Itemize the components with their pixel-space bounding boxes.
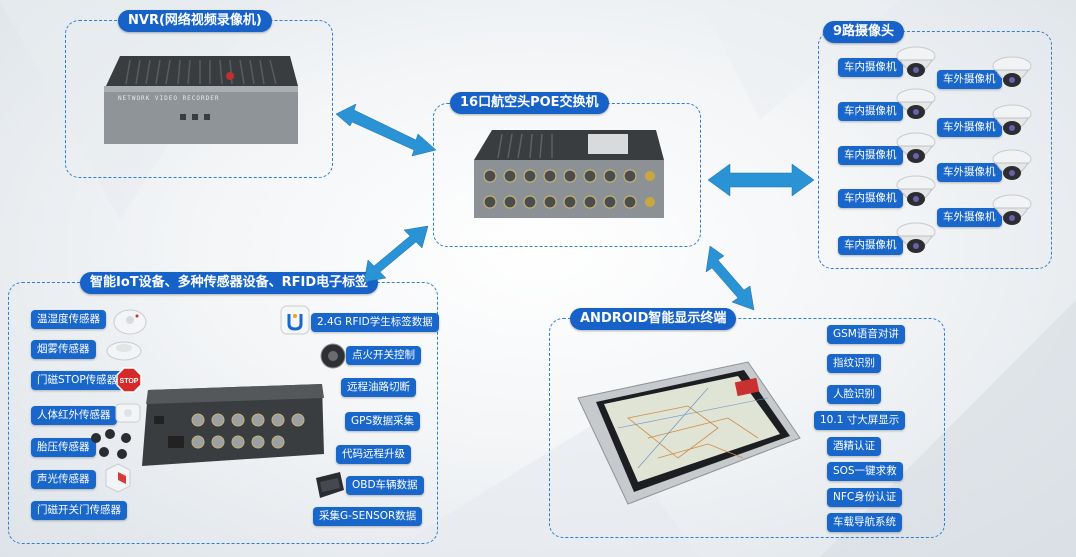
rfid-tag-icon: [280, 305, 310, 335]
inner-camera-label: 车内摄像机: [838, 102, 903, 121]
dome-camera-icon: [992, 194, 1032, 225]
sensor-label: 门磁开关门传感器: [31, 501, 127, 520]
tire-pressure-sensor-icon: [91, 429, 131, 459]
poe-camera-arrow: [707, 163, 815, 197]
android-feature-label: 酒精认证: [827, 437, 881, 456]
ignition-switch-icon: [320, 343, 346, 369]
android-feature-label: NFC身份认证: [827, 488, 903, 507]
inner-camera-label: 车内摄像机: [838, 236, 903, 255]
sound-light-sensor-icon: [105, 463, 131, 493]
obd-connector-icon: [316, 472, 344, 498]
android-feature-label: 10.1 寸大屏显示: [814, 411, 906, 430]
infrared-sensor-icon: [115, 403, 141, 423]
dome-camera-icon: [896, 46, 936, 77]
smoke-sensor-icon: [106, 341, 142, 361]
camera-group: [818, 31, 1052, 269]
nvr-device-label: NETWORK VIDEO RECORDER: [118, 95, 220, 102]
sensor-label: 烟雾传感器: [31, 340, 96, 359]
iot-feature-label: 2.4G RFID学生标签数据: [311, 313, 439, 332]
inner-camera-label: 车内摄像机: [838, 146, 903, 165]
poe-switch-device: [474, 130, 664, 218]
dome-camera-icon: [992, 149, 1032, 180]
nvr-poe-arrow: [335, 103, 437, 157]
android-group: [549, 318, 945, 538]
outer-camera-label: 车外摄像机: [937, 163, 1002, 182]
iot-feature-label: 采集G-SENSOR数据: [313, 507, 423, 526]
outer-camera-label: 车外摄像机: [937, 70, 1002, 89]
iot-feature-label: 代码远程升级: [336, 445, 411, 464]
poe-group-title: 16口航空头POE交换机: [450, 92, 609, 114]
stop-sign-icon: STOP: [116, 367, 142, 393]
iot-feature-label: GPS数据采集: [345, 412, 421, 431]
dome-camera-icon: [896, 132, 936, 163]
iot-controller-device: [142, 384, 324, 466]
svg-text:STOP: STOP: [120, 378, 139, 385]
sensor-label: 门磁STOP传感器: [31, 371, 124, 390]
camera-group-title: 9路摄像头: [823, 21, 905, 43]
dome-camera-icon: [896, 175, 936, 206]
sensor-label: 人体红外传感器: [31, 406, 117, 425]
humidity-sensor-icon: [113, 309, 147, 335]
android-tablet-device: [577, 361, 801, 505]
nvr-device: [104, 56, 298, 144]
iot-feature-label: 点火开关控制: [346, 346, 421, 365]
android-feature-label: GSM语音对讲: [827, 325, 905, 344]
outer-camera-label: 车外摄像机: [937, 118, 1002, 137]
dome-camera-icon: [992, 104, 1032, 135]
sensor-label: 温湿度传感器: [31, 310, 106, 329]
android-feature-label: 指纹识别: [827, 354, 881, 373]
dome-camera-icon: [992, 56, 1032, 87]
nvr-group-title: NVR(网络视频录像机): [118, 10, 272, 32]
android-group-title: ANDROID智能显示终端: [570, 308, 737, 330]
android-feature-label: SOS一键求救: [827, 462, 903, 481]
poe-android-arrow: [705, 245, 755, 311]
iot-feature-label: OBD车辆数据: [346, 476, 424, 495]
dome-camera-icon: [896, 222, 936, 253]
sensor-label: 胎压传感器: [31, 438, 96, 457]
outer-camera-label: 车外摄像机: [937, 208, 1002, 227]
sensor-label: 声光传感器: [31, 470, 96, 489]
android-feature-label: 车载导航系统: [827, 513, 902, 532]
iot-feature-label: 远程油路切断: [341, 378, 416, 397]
poe-iot-arrow: [363, 225, 429, 283]
inner-camera-label: 车内摄像机: [838, 189, 903, 208]
inner-camera-label: 车内摄像机: [838, 58, 903, 77]
dome-camera-icon: [896, 88, 936, 119]
iot-group-title: 智能IoT设备、多种传感器设备、RFID电子标签: [80, 272, 379, 294]
android-feature-label: 人脸识别: [827, 385, 881, 404]
